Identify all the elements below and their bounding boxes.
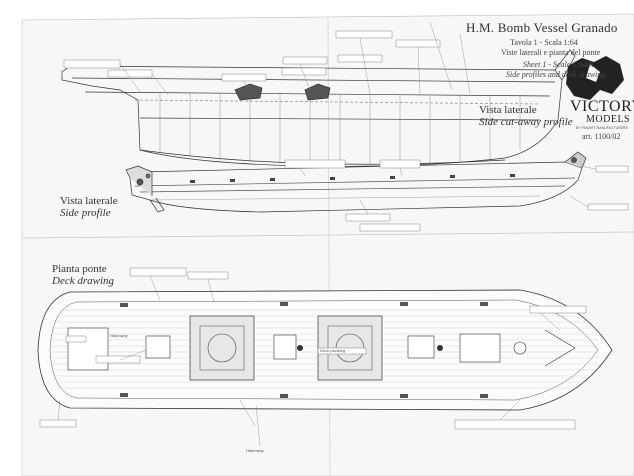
logo-brand-sub: MODELS <box>586 114 631 125</box>
fold-line-horizontal <box>21 231 634 239</box>
side-profile-callouts <box>284 159 629 232</box>
deck-title-italian: Pianta ponte <box>52 263 107 275</box>
scale-italian: Tavola 1 - Scala 1:64 <box>510 38 578 47</box>
cutaway-title-english: Side cut-away profile <box>479 116 573 128</box>
deck-title-english: Deck drawing <box>52 275 115 287</box>
deck-label-hatchway-aft: Hatchway <box>246 448 264 453</box>
scale-english: Sheet 1 - Scale 1:64th <box>523 60 594 69</box>
deck-label-hatchway-fwd: Hatchway <box>110 333 128 338</box>
side-profile-leaders <box>299 165 597 215</box>
description-italian: Viste laterali e pianta del ponte <box>501 48 601 57</box>
drawing-title: H.M. Bomb Vessel Granado <box>466 20 618 35</box>
logo-tagline: BY PANART MANUFACTURERS <box>576 126 628 130</box>
victory-models-emblem <box>566 56 624 100</box>
cutaway-profile-drawing <box>61 49 576 167</box>
deck-leaders <box>57 275 561 447</box>
profile-title-english: Side profile <box>60 207 111 219</box>
cutaway-leaders <box>119 21 471 96</box>
logo-brand: VICTORY <box>570 98 634 115</box>
cutaway-callouts <box>63 30 441 82</box>
deck-callouts <box>39 267 587 430</box>
article-number: art. 1100/02 <box>582 132 621 141</box>
description-english: Side profiles and deck drawing <box>506 70 606 79</box>
profile-title-italian: Vista laterale <box>60 195 118 207</box>
side-profile-drawing <box>125 151 587 213</box>
cutaway-title-italian: Vista laterale <box>479 104 537 116</box>
deck-label-planking: Deck planking <box>320 348 346 353</box>
